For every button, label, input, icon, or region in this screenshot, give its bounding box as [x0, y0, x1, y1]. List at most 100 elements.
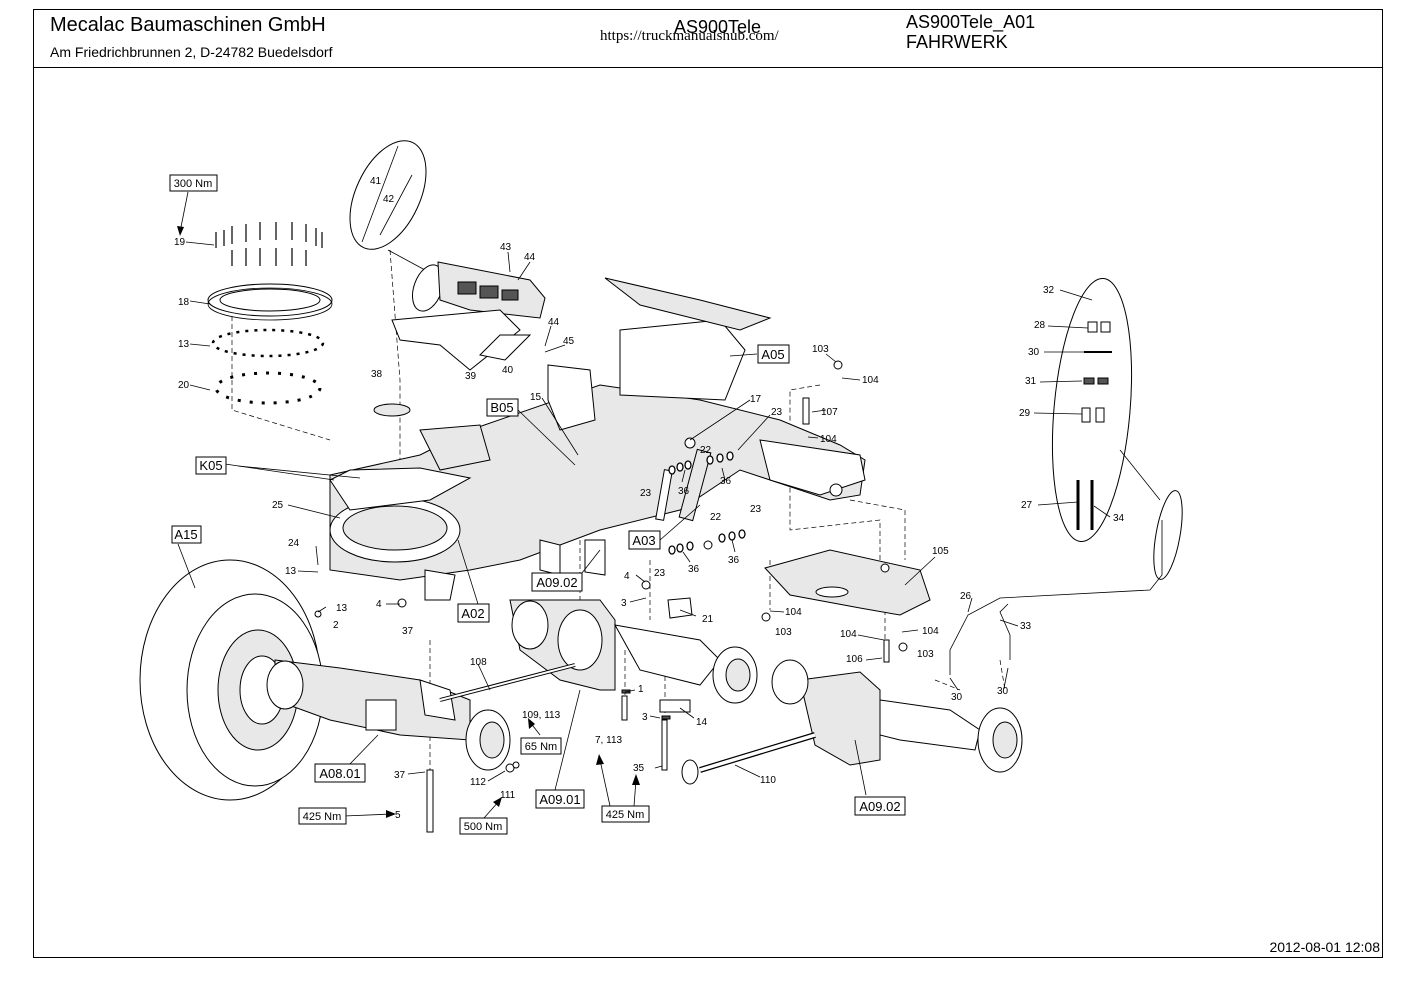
svg-text:B05: B05 — [490, 400, 513, 415]
svg-text:A02: A02 — [461, 606, 484, 621]
torque-label-425nm-center: 425 Nm — [601, 805, 650, 823]
torque-label-300nm: 300 Nm — [169, 174, 218, 192]
callout-39: 39 — [465, 371, 477, 382]
callout-1: 1 — [638, 684, 644, 695]
torque-label-65nm: 65 Nm — [520, 737, 562, 755]
callout-112: 112 — [470, 777, 486, 788]
callout-36-b: 36 — [720, 476, 732, 487]
svg-text:425 Nm: 425 Nm — [606, 809, 645, 821]
callout-43: 43 — [500, 242, 512, 253]
callout-36-c: 36 — [688, 564, 700, 575]
svg-text:A08.01: A08.01 — [319, 766, 360, 781]
engine-cover-panels — [391, 261, 546, 371]
assembly-label-a09-02-upper: A09.02 — [531, 572, 583, 592]
hydraulic-hose-detail — [1051, 277, 1183, 580]
assembly-label-a03: A03 — [628, 530, 661, 550]
callout-19: 19 — [174, 237, 186, 248]
counterweight-plate — [764, 549, 931, 616]
callout-30-b: 30 — [951, 692, 963, 703]
torque-arrows — [177, 191, 736, 819]
callout-26: 26 — [960, 591, 972, 602]
assembly-label-a08-01: A08.01 — [314, 763, 366, 783]
svg-text:A15: A15 — [174, 527, 197, 542]
washer-ring-13 — [211, 328, 325, 358]
callout-105: 105 — [932, 546, 949, 557]
callout-22-b: 22 — [710, 512, 722, 523]
callout-104-c: 104 — [785, 607, 802, 618]
callout-30-c: 30 — [997, 686, 1009, 697]
callout-17: 17 — [750, 394, 762, 405]
transfer-gearbox — [509, 597, 758, 713]
svg-text:A09.01: A09.01 — [539, 792, 580, 807]
drawing-sheet: Mecalac Baumaschinen GmbH Am Friedrichbr… — [33, 9, 1383, 958]
svg-text:A05: A05 — [761, 347, 784, 362]
callout-3-b: 3 — [642, 712, 648, 723]
callout-15: 15 — [530, 392, 542, 403]
filler-cap-38 — [373, 403, 411, 417]
callout-13-b: 13 — [285, 566, 297, 577]
callout-106: 106 — [846, 654, 863, 665]
loose-hardware — [314, 360, 908, 833]
callout-7-113: 7, 113 — [595, 735, 622, 746]
callout-14: 14 — [696, 717, 708, 728]
callout-4-a: 4 — [376, 599, 382, 610]
callout-108: 108 — [470, 657, 487, 668]
hydraulic-lines — [949, 520, 1163, 675]
callout-5: 5 — [395, 810, 401, 821]
callout-104-d: 104 — [840, 629, 857, 640]
callout-35: 35 — [633, 763, 645, 774]
model-name: AS900Tele — [674, 17, 762, 37]
svg-text:300 Nm: 300 Nm — [174, 178, 213, 190]
drive-shafts — [439, 663, 816, 785]
title-block: Mecalac Baumaschinen GmbH Am Friedrichbr… — [34, 10, 1382, 68]
detail-view-cover-bolts — [349, 140, 427, 271]
callout-104-e: 104 — [922, 626, 939, 637]
callout-103-a: 103 — [812, 344, 829, 355]
company-address: Am Friedrichbrunnen 2, D-24782 Buedelsdo… — [50, 44, 333, 60]
bushing-stacks — [668, 451, 746, 555]
callout-107: 107 — [821, 407, 838, 418]
callout-42: 42 — [383, 194, 395, 205]
svg-text:65 Nm: 65 Nm — [525, 741, 557, 753]
callout-44-lower: 44 — [548, 317, 560, 328]
nut-ring-20 — [214, 371, 322, 405]
callout-44-upper: 44 — [524, 252, 536, 263]
section-name: FAHRWERK — [906, 32, 1008, 52]
callout-13-c: 13 — [336, 603, 348, 614]
assembly-label-a15: A15 — [171, 525, 202, 544]
callout-18: 18 — [178, 297, 190, 308]
callout-23-a: 23 — [771, 407, 783, 418]
svg-text:500 Nm: 500 Nm — [464, 821, 503, 833]
callout-21: 21 — [702, 614, 714, 625]
callout-13: 13 — [178, 339, 190, 350]
slewing-ring-bolt-set — [215, 222, 323, 266]
callout-37-b: 37 — [394, 770, 406, 781]
company-name: Mecalac Baumaschinen GmbH — [50, 14, 326, 36]
callout-4-b: 4 — [624, 571, 630, 582]
callout-32: 32 — [1043, 285, 1055, 296]
timestamp: 2012-08-01 12:08 — [1269, 939, 1380, 955]
callout-41: 41 — [370, 176, 382, 187]
document-id: AS900Tele_A01 FAHRWERK — [906, 12, 1035, 52]
steering-cylinders — [655, 437, 713, 550]
torque-label-425nm-left: 425 Nm — [298, 807, 347, 825]
callout-103-c: 103 — [917, 649, 934, 660]
callout-leader-lines — [177, 241, 1111, 796]
callout-3-a: 3 — [621, 598, 627, 609]
callout-22-a: 22 — [700, 445, 712, 456]
callout-27: 27 — [1021, 500, 1033, 511]
callout-36-a: 36 — [678, 486, 690, 497]
callout-36-d: 36 — [728, 555, 740, 566]
callout-23-c: 23 — [750, 504, 762, 515]
callout-28: 28 — [1034, 320, 1046, 331]
callout-29: 29 — [1019, 408, 1031, 419]
svg-text:A09.02: A09.02 — [859, 799, 900, 814]
callout-2: 2 — [333, 620, 339, 631]
callout-40: 40 — [502, 365, 514, 376]
callout-25: 25 — [272, 500, 284, 511]
svg-text:A09.02: A09.02 — [536, 575, 577, 590]
callout-103-b: 103 — [775, 627, 792, 638]
rear-axle-assembly — [771, 659, 1023, 773]
main-chassis-frame — [329, 277, 866, 601]
callout-20: 20 — [178, 380, 190, 391]
